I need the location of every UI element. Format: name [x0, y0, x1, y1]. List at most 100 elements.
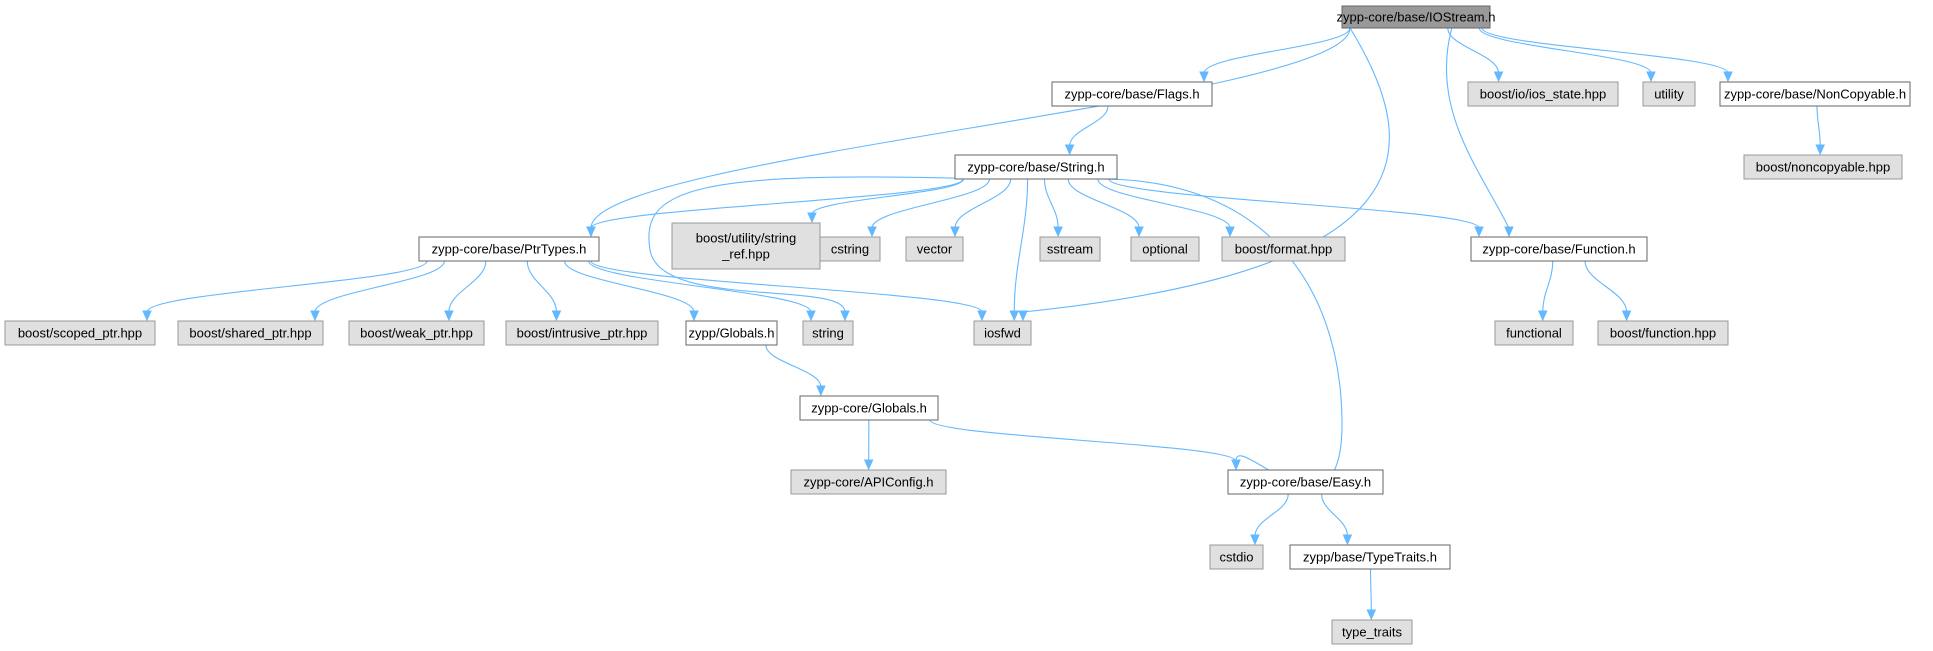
node-function_h[interactable]: zypp-core/base/Function.h [1470, 236, 1648, 262]
node-intrusive_ptr: boost/intrusive_ptr.hpp [505, 320, 659, 346]
node-function_hpp: boost/function.hpp [1597, 320, 1729, 346]
edge-arrowhead-vector [950, 226, 960, 238]
edge-arrowhead-string [806, 310, 816, 322]
node-box [1289, 544, 1451, 570]
node-shared_ptr: boost/shared_ptr.hpp [177, 320, 324, 346]
node-label: zypp-core/base/String.h [967, 160, 1104, 175]
edge-function_h-to-functional [1542, 260, 1554, 313]
edge-ptrtypes-to-weak_ptr [448, 260, 487, 313]
edge-arrowhead-iosfwd [977, 310, 987, 322]
node-box [1597, 320, 1729, 346]
node-typetraits_h[interactable]: zypp/base/TypeTraits.h [1289, 544, 1451, 570]
node-label: zypp-core/base/Function.h [1482, 242, 1635, 257]
node-label: zypp/Globals.h [689, 326, 775, 341]
node-noncopyable_h[interactable]: zypp-core/base/NonCopyable.h [1719, 81, 1911, 107]
node-flags[interactable]: zypp-core/base/Flags.h [1051, 81, 1213, 107]
node-label: zypp-core/base/PtrTypes.h [432, 242, 587, 257]
edge-string_h-to-cstring [871, 178, 991, 229]
node-vector: vector [905, 236, 964, 262]
edge-string_h-to-format [1097, 178, 1231, 229]
edge-arrowhead-intrusive_ptr [551, 310, 562, 322]
edge-arrowhead-ptrtypes [586, 226, 596, 238]
edges-layer [142, 27, 1825, 621]
node-string_ref: boost/utility/string_ref.hpp [671, 222, 821, 270]
node-core_globals[interactable]: zypp-core/Globals.h [799, 395, 939, 421]
node-scoped_ptr: boost/scoped_ptr.hpp [4, 320, 156, 346]
edge-arrowhead-utility [1646, 71, 1656, 83]
node-label: zypp/base/TypeTraits.h [1303, 550, 1437, 565]
edge-arrowhead-function_hpp [1621, 310, 1632, 322]
node-ptrtypes[interactable]: zypp-core/base/PtrTypes.h [418, 236, 600, 262]
node-label: boost/shared_ptr.hpp [189, 326, 311, 341]
node-label: boost/function.hpp [1610, 326, 1716, 341]
node-box [4, 320, 156, 346]
edge-arrowhead-core_globals [816, 385, 826, 397]
edge-arrowhead-flags [1199, 71, 1209, 83]
edge-iostream-to-ios_state [1447, 27, 1500, 74]
edge-ptrtypes-to-shared_ptr [314, 260, 445, 313]
edge-ptrtypes-to-iosfwd [590, 260, 983, 313]
node-box [1642, 81, 1696, 107]
node-label: zypp-core/base/Easy.h [1240, 475, 1371, 490]
node-label: vector [917, 242, 953, 257]
node-weak_ptr: boost/weak_ptr.hpp [348, 320, 485, 346]
node-label: boost/weak_ptr.hpp [360, 326, 473, 341]
edge-arrowhead-noncopyable_hpp [1815, 144, 1825, 156]
node-box [1130, 236, 1200, 262]
edge-arrowhead-noncopyable_h [1723, 71, 1733, 83]
edge-arrowhead-string_h [1064, 144, 1075, 156]
edge-arrowhead-format [1225, 226, 1235, 238]
node-apiconfig: zypp-core/APIConfig.h [790, 469, 947, 495]
edge-arrowhead-weak_ptr [444, 310, 454, 322]
node-box [1719, 81, 1911, 107]
node-label: zypp-core/Globals.h [811, 401, 927, 416]
node-box [505, 320, 659, 346]
node-box [819, 236, 881, 262]
edge-iostream-to-noncopyable_h [1481, 27, 1729, 74]
node-zypp_globals[interactable]: zypp/Globals.h [685, 320, 778, 346]
node-label: utility [1654, 87, 1684, 102]
node-string_h[interactable]: zypp-core/base/String.h [954, 154, 1118, 180]
node-label: _ref.hpp [721, 247, 770, 262]
node-iosfwd: iosfwd [973, 320, 1032, 346]
node-type_traits: type_traits [1331, 619, 1413, 645]
node-box [799, 395, 939, 421]
edge-iostream-to-function_h [1445, 27, 1510, 229]
node-cstring: cstring [819, 236, 881, 262]
edge-string_h-to-easy [1103, 178, 1343, 487]
edge-flags-to-string_h [1069, 105, 1109, 147]
node-box [1467, 81, 1619, 107]
nodes-layer: zypp-core/base/IOStream.h zypp-core/base/… [4, 5, 1911, 645]
node-label: boost/noncopyable.hpp [1756, 160, 1890, 175]
node-box [973, 320, 1032, 346]
edge-arrowhead-string [840, 310, 850, 322]
edge-arrowhead-function_h [1504, 226, 1514, 238]
node-iostream[interactable]: zypp-core/base/IOStream.h [1337, 5, 1496, 29]
node-noncopyable_hpp: boost/noncopyable.hpp [1743, 154, 1903, 180]
edge-core_globals-to-easy [929, 419, 1237, 462]
node-label: type_traits [1342, 625, 1402, 640]
node-label: zypp-core/base/NonCopyable.h [1724, 87, 1906, 102]
edge-arrowhead-functional [1537, 310, 1548, 322]
node-cstdio: cstdio [1209, 544, 1264, 570]
edge-arrowhead-ios_state [1493, 71, 1504, 83]
node-label: optional [1142, 242, 1188, 257]
edge-arrowhead-apiconfig [863, 459, 874, 471]
node-box [1209, 544, 1264, 570]
edge-arrowhead-cstring [867, 226, 877, 238]
edge-arrowhead-shared_ptr [310, 310, 320, 322]
node-box [1743, 154, 1903, 180]
edge-arrowhead-iosfwd [1018, 310, 1028, 322]
node-box [1051, 81, 1213, 107]
node-string: string [802, 320, 854, 346]
edge-ptrtypes-to-intrusive_ptr [526, 260, 557, 313]
edge-ptrtypes-to-string [588, 260, 812, 313]
edge-arrowhead-easy [1231, 459, 1241, 471]
edge-string_h-to-iosfwd [1013, 178, 1029, 313]
edge-function_h-to-function_hpp [1584, 260, 1628, 313]
edge-arrowhead-scoped_ptr [142, 310, 152, 322]
node-easy[interactable]: zypp-core/base/Easy.h [1227, 469, 1384, 495]
edge-iostream-to-iosfwd [1022, 27, 1390, 313]
edge-iostream-to-utility [1478, 27, 1652, 74]
